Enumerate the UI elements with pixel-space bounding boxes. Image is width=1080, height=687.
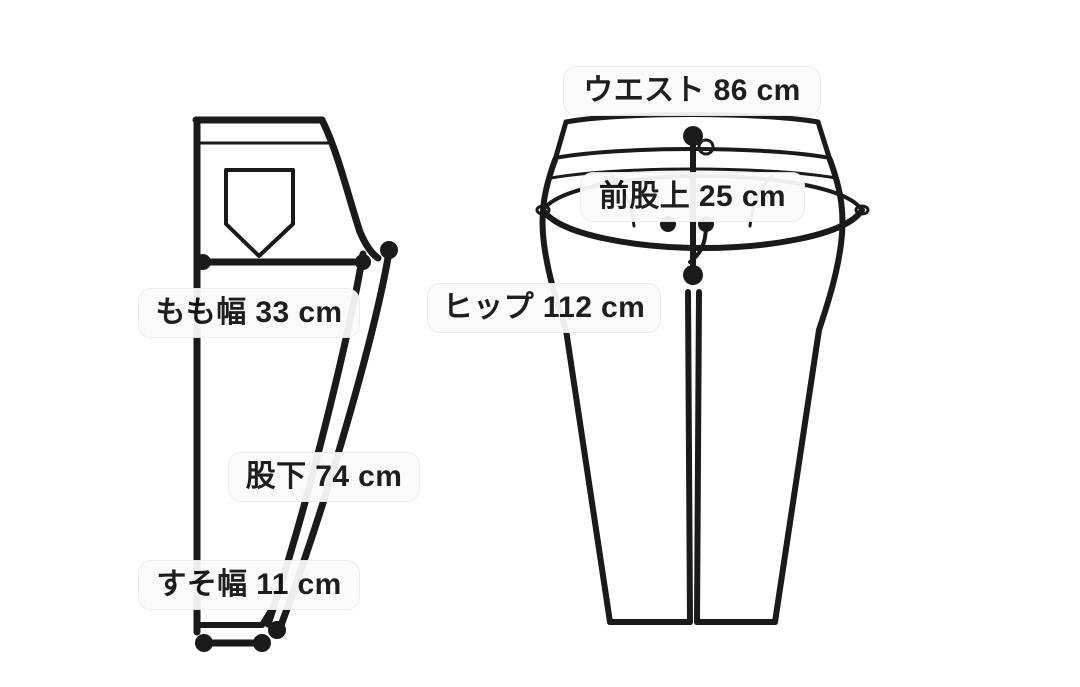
hip-tape-buckle-right (854, 204, 870, 216)
right-left-inseam (685, 289, 693, 625)
label-waist-text: ウエスト 86 cm (583, 74, 801, 107)
label-hip: ヒップ 112 cm (427, 283, 661, 333)
hem-point-right (253, 634, 271, 652)
label-thigh-width-text: もも幅 33 cm (155, 296, 343, 329)
left-pants-diagram (192, 116, 398, 652)
right-right-leg-outline (694, 157, 846, 625)
left-seat-curve (318, 116, 382, 262)
label-hip-text: ヒップ 112 cm (442, 291, 646, 324)
thigh-point-right (355, 254, 371, 270)
label-hem-width-text: すそ幅 11 cm (156, 568, 342, 601)
inseam-point-top (380, 241, 398, 259)
label-hem-width: すそ幅 11 cm (138, 560, 360, 610)
crotch-point (683, 265, 703, 285)
waist-button-dot (683, 126, 703, 146)
buttonhole-ring (697, 138, 715, 156)
hem-point-left (195, 634, 213, 652)
label-inseam: 股下 74 cm (228, 452, 420, 502)
label-inseam-text: 股下 74 cm (245, 460, 403, 493)
left-hem-riser (259, 609, 273, 628)
label-front-rise: 前股上 25 cm (580, 172, 805, 222)
right-waistband-right-cap (815, 119, 833, 163)
left-back-pocket (224, 168, 295, 258)
label-waist: ウエスト 86 cm (563, 66, 821, 116)
label-thigh-width: もも幅 33 cm (138, 288, 360, 338)
right-waistband-left-cap (552, 119, 569, 163)
thigh-point-left (195, 254, 211, 270)
right-right-inseam (694, 289, 702, 625)
label-front-rise-text: 前股上 25 cm (599, 180, 786, 213)
inseam-point-bottom (268, 621, 286, 639)
